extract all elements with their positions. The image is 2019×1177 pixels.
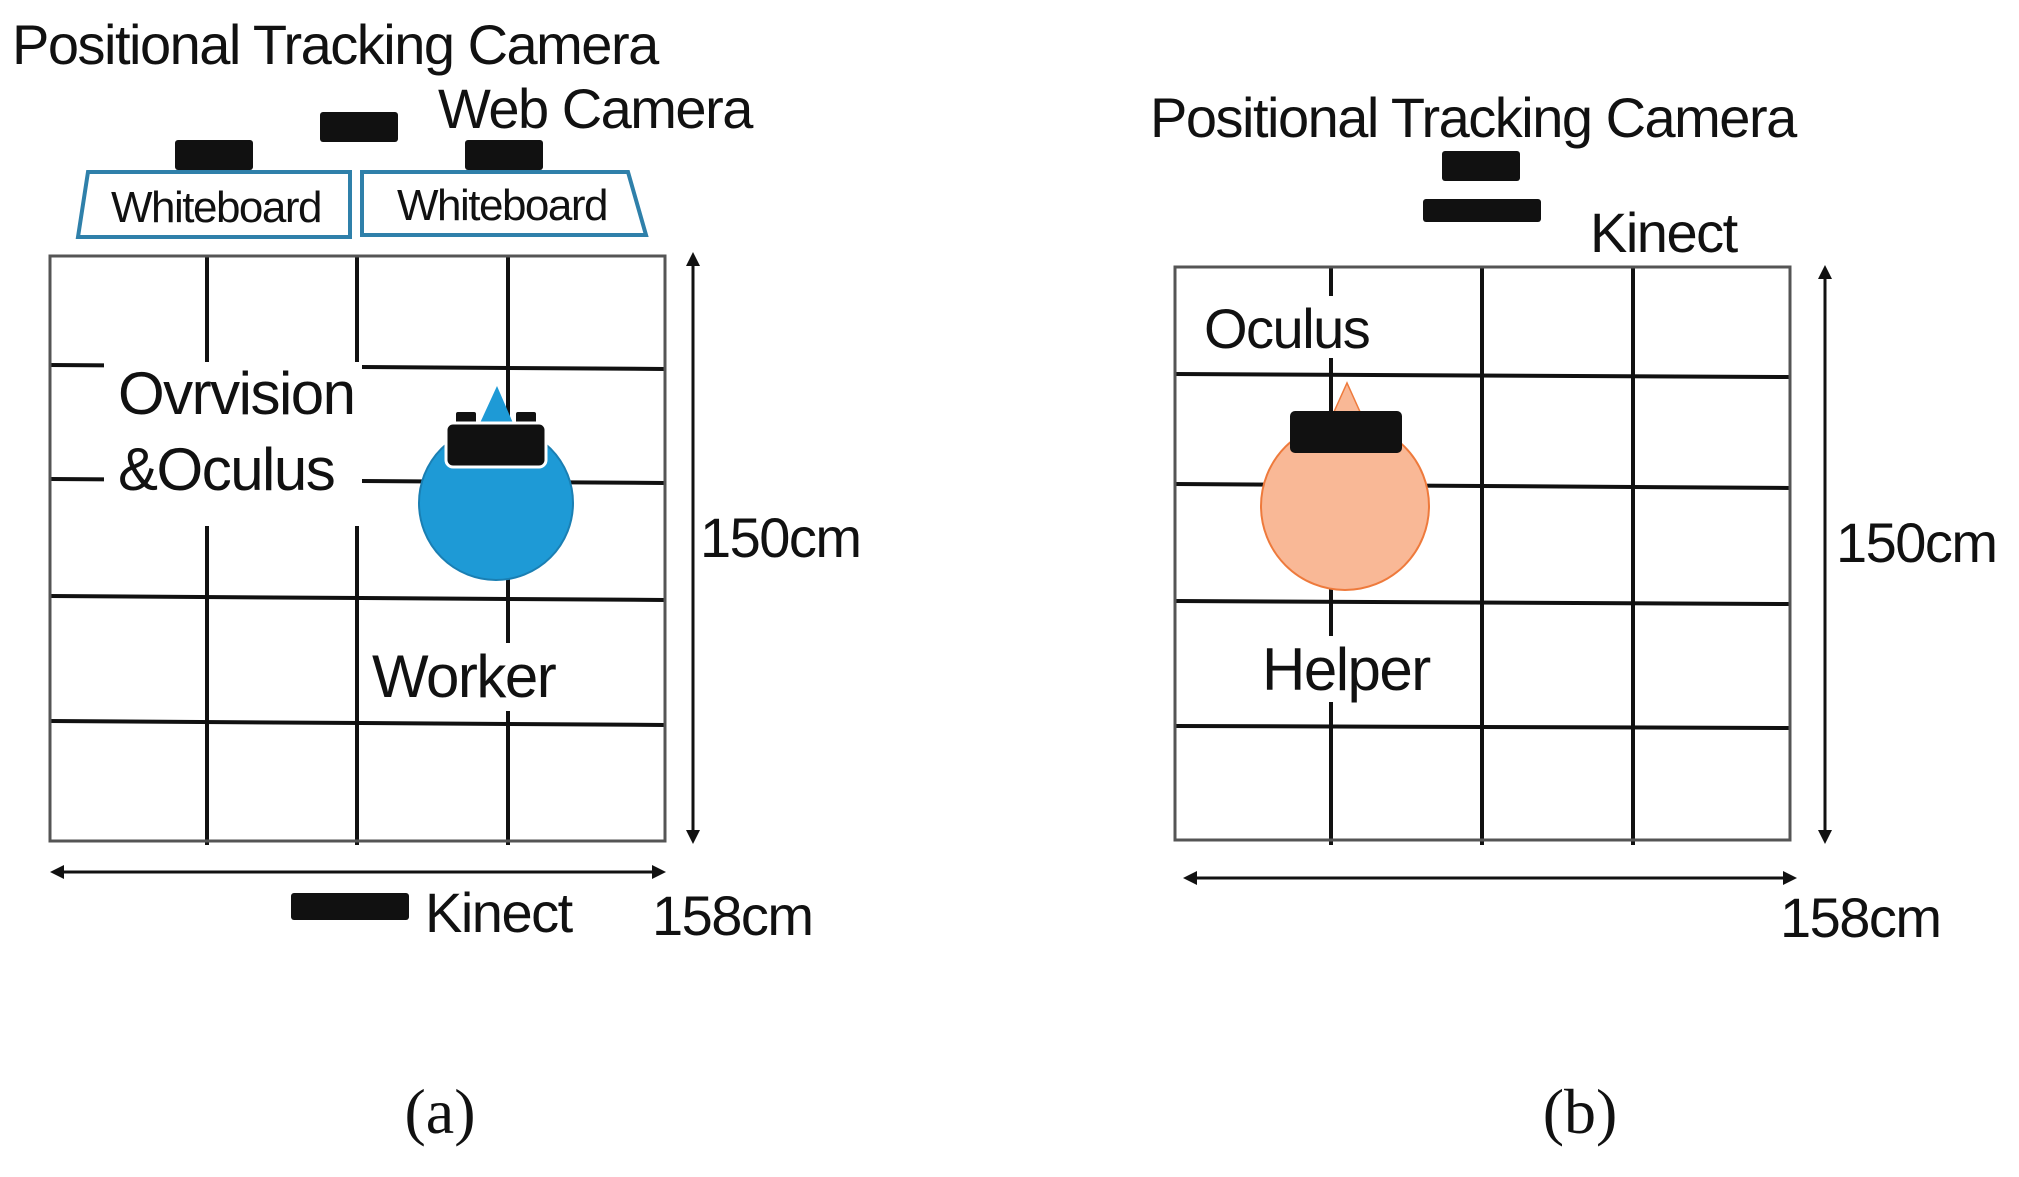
positional-tracking-camera-device-a <box>175 140 253 170</box>
caption-a: (a) <box>404 1076 475 1147</box>
kinect-label-a: Kinect <box>425 881 574 944</box>
height-label-b: 150cm <box>1836 511 1997 574</box>
device-label-line2: &Oculus <box>118 436 334 503</box>
helper-label: Helper <box>1262 636 1430 703</box>
web-camera-device-a <box>320 112 398 142</box>
height-label-a: 150cm <box>700 506 861 569</box>
width-dimension-a: 158cm <box>50 865 814 947</box>
height-dimension-a: 150cm <box>686 252 862 844</box>
device-label-line1: Ovrvision <box>118 360 355 427</box>
person-label-background-b <box>1256 636 1436 702</box>
worker-label: Worker <box>372 643 556 710</box>
kinect-device-a <box>291 893 409 920</box>
device-label-background-b <box>1198 296 1398 358</box>
positional-tracking-camera-device-b <box>1442 151 1520 181</box>
worker-facing-indicator <box>480 386 513 423</box>
ovrvision-left-camera <box>456 412 476 424</box>
camera-device-right-a <box>465 140 543 170</box>
ovrvision-right-camera <box>516 412 536 424</box>
positional-tracking-camera-label-a: Positional Tracking Camera <box>12 13 660 76</box>
worker-figure <box>418 386 574 581</box>
height-dimension-b: 150cm <box>1818 265 1998 844</box>
panel-b: Positional Tracking Camera Kinect Oculus… <box>1150 86 1998 1147</box>
kinect-device-b <box>1423 199 1541 222</box>
oculus-label-b: Oculus <box>1204 297 1369 360</box>
device-label-background <box>104 362 362 526</box>
floor-area-b <box>1173 265 1792 842</box>
whiteboard-right: Whiteboard <box>360 170 649 237</box>
floor-area-a <box>48 254 667 843</box>
width-dimension-b: 158cm <box>1183 871 1942 949</box>
width-label-b: 158cm <box>1780 886 1941 949</box>
caption-b: (b) <box>1543 1076 1618 1147</box>
oculus-headset-a <box>444 421 548 469</box>
panel-a: Positional Tracking Camera Web Camera Wh… <box>12 13 862 1147</box>
whiteboard-left-label: Whiteboard <box>111 183 321 232</box>
floor-grid-b <box>1174 267 1791 845</box>
web-camera-label: Web Camera <box>438 77 754 140</box>
floor-grid-a <box>49 256 666 845</box>
helper-facing-indicator <box>1331 381 1363 415</box>
helper-figure <box>1260 381 1430 591</box>
oculus-headset-b <box>1290 411 1402 453</box>
kinect-label-b: Kinect <box>1590 201 1739 264</box>
positional-tracking-camera-label-b: Positional Tracking Camera <box>1150 86 1798 149</box>
width-label-a: 158cm <box>652 884 813 947</box>
whiteboard-right-label: Whiteboard <box>397 181 607 230</box>
whiteboard-left: Whiteboard <box>75 170 352 239</box>
person-label-background-a <box>366 643 566 711</box>
